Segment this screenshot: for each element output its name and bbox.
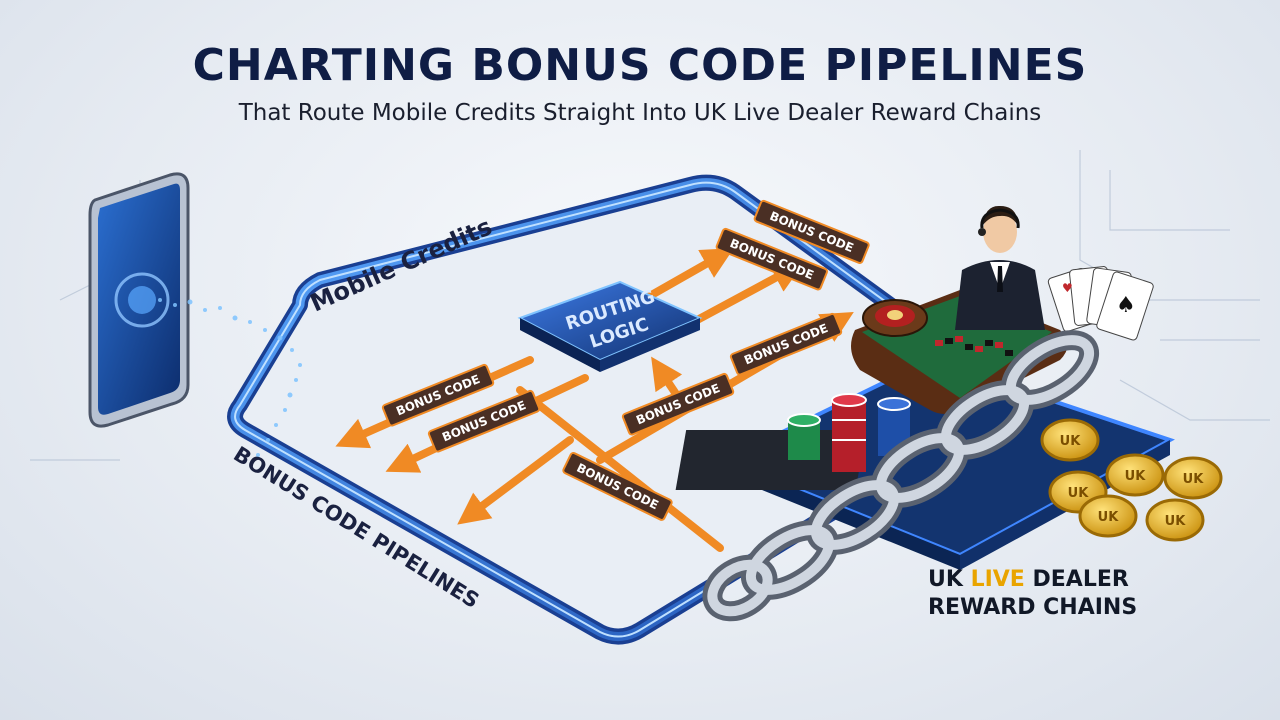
uk-coin-pile: UK UK UK UK UK UK: [1040, 418, 1223, 542]
svg-text:UK: UK: [1060, 434, 1082, 449]
svg-text:♠: ♠: [1116, 293, 1136, 318]
svg-text:UK: UK: [1165, 514, 1187, 529]
routing-logic-box: ROUTING LOGIC: [517, 280, 703, 372]
playing-cards-icon: ♠ ♥: [1047, 266, 1154, 341]
uk-coin: UK: [1105, 453, 1165, 497]
page-subtitle: That Route Mobile Credits Straight Into …: [238, 100, 1042, 126]
svg-text:UK: UK: [1125, 469, 1147, 484]
page-title: CHARTING BONUS CODE PIPELINES: [192, 40, 1088, 91]
uk-coin: UK: [1078, 494, 1138, 538]
svg-text:UK: UK: [1183, 472, 1205, 487]
mobile-phone-icon: [88, 172, 190, 428]
uk-coin: UK: [1145, 498, 1205, 542]
dealer-figure: [955, 205, 1045, 330]
uk-coin: UK: [1040, 418, 1100, 462]
chip-stacks: [675, 393, 911, 490]
reward-chains-line1: UK LIVE DEALER: [928, 567, 1129, 592]
svg-text:UK: UK: [1098, 510, 1120, 525]
data-stream: [158, 298, 302, 457]
svg-text:♥: ♥: [1062, 281, 1073, 295]
svg-text:UK: UK: [1068, 486, 1090, 501]
reward-chain: [702, 330, 1100, 622]
uk-coin: UK: [1163, 456, 1223, 500]
reward-chains-line2: REWARD CHAINS: [928, 595, 1138, 620]
reward-chains-label: UK LIVE DEALER REWARD CHAINS: [928, 566, 1168, 622]
